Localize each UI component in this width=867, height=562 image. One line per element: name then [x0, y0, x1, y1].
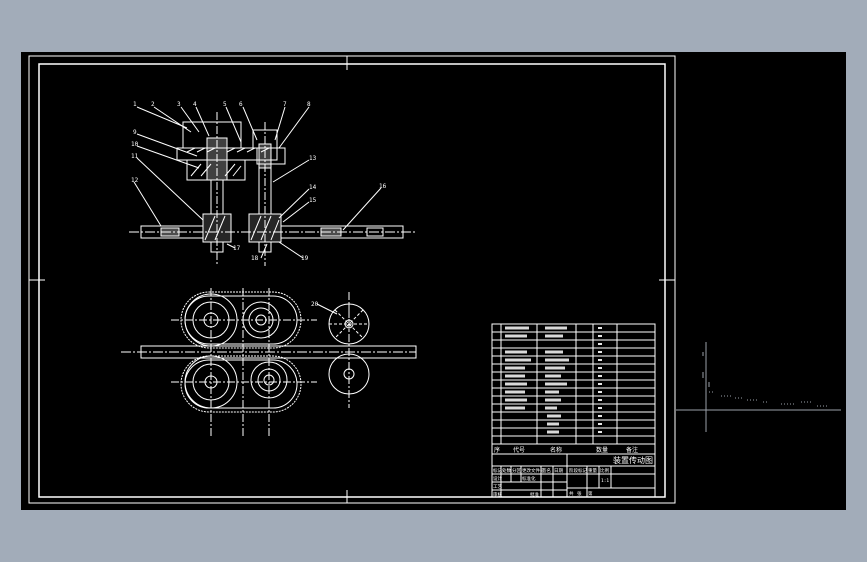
centering-marks	[29, 56, 675, 503]
bom-header-code: 代号	[513, 446, 525, 454]
tb-scale-value: 1:1	[601, 478, 609, 484]
bom-header-labels: 序 代号 名称 数量 备注	[494, 446, 638, 454]
balloon-11: 11	[131, 153, 139, 160]
bom-rows	[505, 326, 602, 434]
balloon-5: 5	[223, 101, 227, 108]
tb-scale: 比例	[600, 467, 609, 474]
tb-process: 工艺	[493, 484, 502, 490]
title-block	[491, 453, 656, 498]
balloon-7: 7	[283, 101, 287, 108]
tb-sheet: 张	[577, 490, 582, 497]
tb-count: 处数	[502, 467, 511, 474]
tb-approve: 批准	[530, 491, 539, 498]
bom-header-name: 名称	[550, 446, 562, 454]
balloon-labels: 1 2 3 4 5 6 7 8 9 10 11 12 13 14 15 16 1…	[131, 101, 387, 262]
balloon-19: 19	[301, 255, 309, 262]
bom-header-seq: 序	[494, 446, 500, 454]
balloon-15: 15	[309, 197, 317, 204]
tb-date: 日期	[554, 468, 563, 474]
tb-sheet-no: 第	[588, 490, 593, 497]
tb-weight: 重量	[588, 467, 597, 474]
chain-drive-view	[121, 288, 417, 438]
tb-design: 设计	[493, 475, 502, 482]
balloon-12: 12	[131, 177, 139, 184]
tb-sheet-total: 共	[569, 490, 574, 497]
balloon-3: 3	[177, 101, 181, 108]
balloon-4: 4	[193, 101, 197, 108]
tb-mark: 标记	[493, 467, 502, 474]
cad-viewport[interactable]: 1 2 3 4 5 6 7 8 9 10 11 12 13 14 15 16 1…	[21, 52, 846, 510]
bom-header-qty: 数量	[596, 446, 608, 454]
balloon-8: 8	[307, 101, 311, 108]
balloon-16: 16	[379, 183, 387, 190]
balloon-2: 2	[151, 101, 155, 108]
balloon-10: 10	[131, 141, 139, 148]
balloon-14: 14	[309, 184, 317, 191]
tb-stage-mark: 阶段标记	[569, 467, 587, 474]
balloon-17: 17	[233, 245, 241, 252]
balloon-1: 1	[133, 101, 137, 108]
cad-drawing[interactable]: 1 2 3 4 5 6 7 8 9 10 11 12 13 14 15 16 1…	[21, 52, 846, 510]
bom-header-note: 备注	[626, 446, 638, 454]
tb-change-doc: 更改文件号	[522, 467, 545, 474]
tb-standard: 标准化	[522, 475, 536, 482]
balloon-6: 6	[239, 101, 243, 108]
bom-table	[491, 323, 656, 445]
tb-zone: 分区	[512, 467, 521, 474]
balloon-9: 9	[133, 129, 137, 136]
balloon-20: 20	[311, 301, 319, 308]
section-view	[129, 106, 416, 266]
tb-audit: 审核	[493, 491, 502, 498]
balloon-18: 18	[251, 255, 259, 262]
ucs-crosshair	[676, 342, 841, 432]
drawing-title: 装置传动图	[613, 455, 653, 465]
title-block-text: 装置传动图 标记 处数 分区 更改文件号 签名 日期 设计 标准化 审核 工艺 …	[493, 455, 653, 498]
balloon-13: 13	[309, 155, 317, 162]
tb-sign: 签名	[542, 467, 551, 474]
